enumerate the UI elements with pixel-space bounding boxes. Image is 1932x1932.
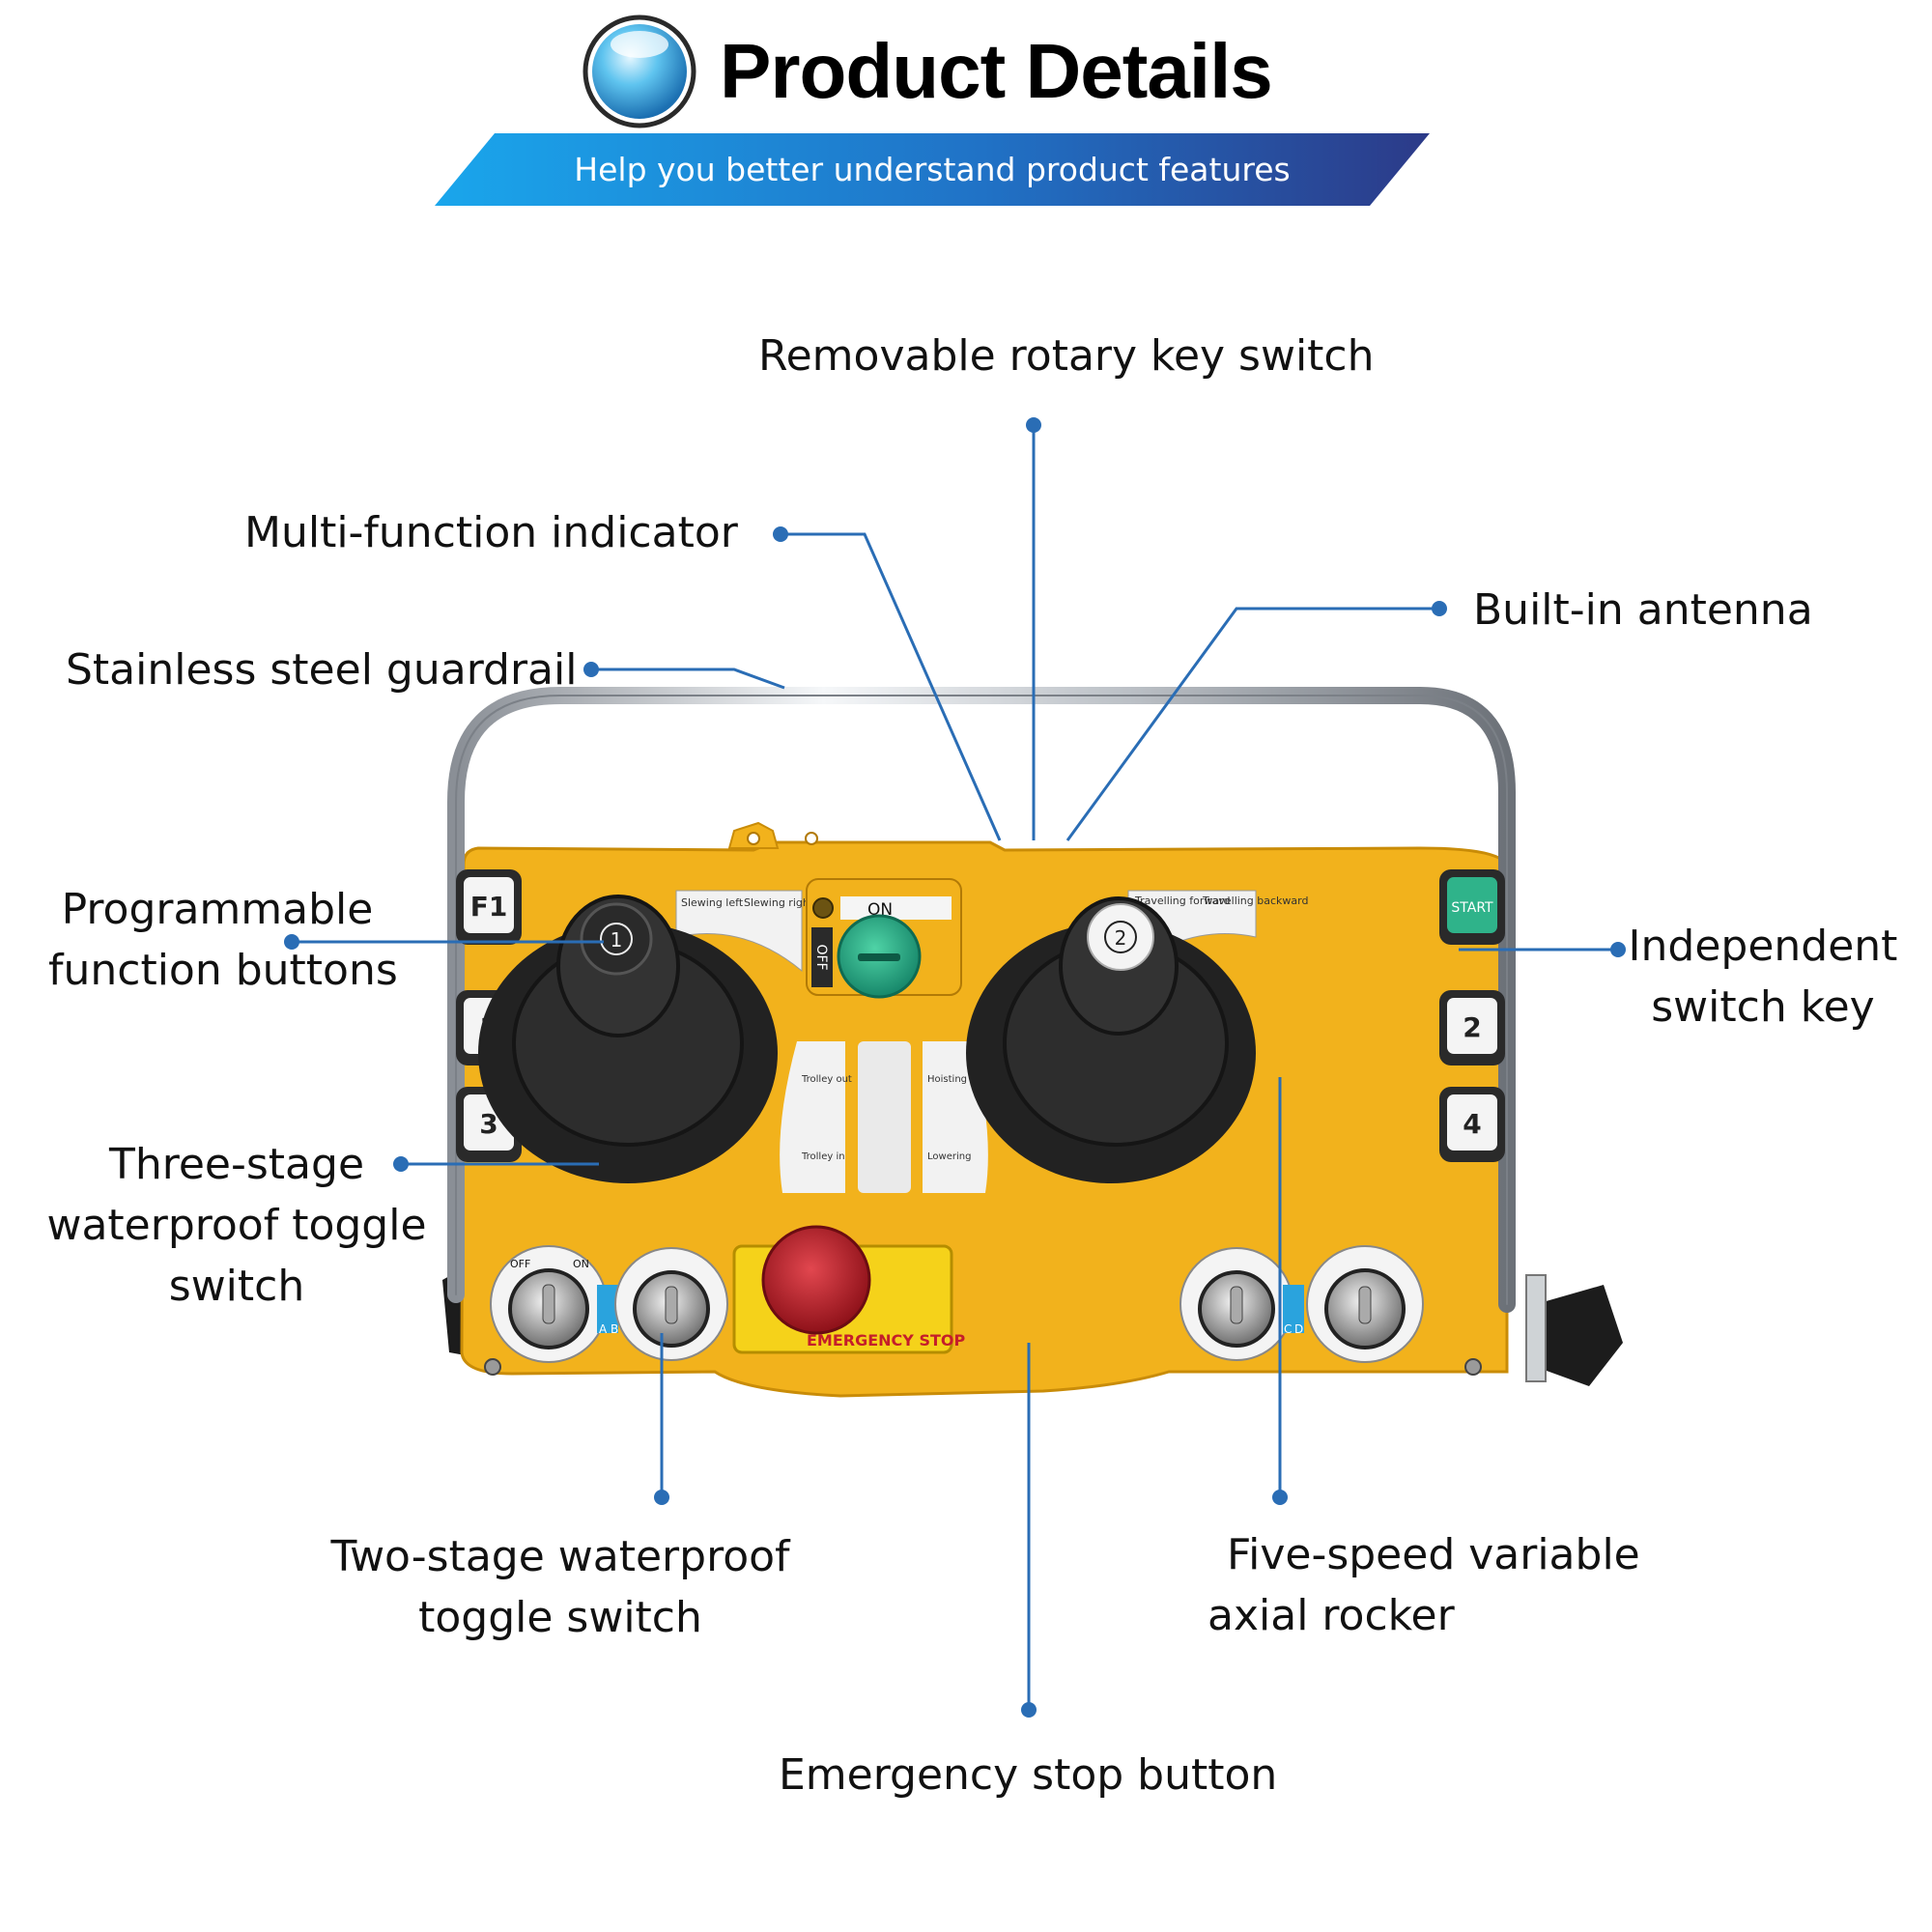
callout-built-in-antenna: Built-in antenna bbox=[1473, 585, 1813, 635]
callout-stainless-steel-guardrail: Stainless steel guardrail bbox=[66, 645, 578, 695]
svg-text:4: 4 bbox=[1463, 1108, 1481, 1140]
svg-text:Travelling forward: Travelling forward bbox=[1134, 895, 1230, 907]
callout-rotary-key-switch: Removable rotary key switch bbox=[758, 331, 1375, 381]
left-joystick: 1 bbox=[478, 895, 778, 1183]
svg-text:Trolley in: Trolley in bbox=[801, 1151, 845, 1162]
svg-text:Slewing right: Slewing right bbox=[744, 896, 814, 909]
svg-text:EMERGENCY STOP: EMERGENCY STOP bbox=[807, 1331, 965, 1350]
svg-text:C: C bbox=[1284, 1322, 1292, 1336]
svg-text:2: 2 bbox=[1463, 1011, 1481, 1043]
svg-text:OFF: OFF bbox=[510, 1258, 530, 1270]
svg-text:Travelling backward: Travelling backward bbox=[1202, 895, 1308, 907]
page-subtitle: Help you better understand product featu… bbox=[574, 151, 1291, 188]
page-title: Product Details bbox=[720, 28, 1273, 114]
svg-text:START: START bbox=[1451, 900, 1493, 916]
right-strap bbox=[1536, 1285, 1623, 1386]
remote-controller-illustration: F1 1 3 START 2 4 Slewing left Slewing ri… bbox=[425, 676, 1633, 1430]
svg-text:Hoisting: Hoisting bbox=[927, 1074, 967, 1085]
callout-programmable-function-buttons: Programmable function buttons bbox=[48, 885, 398, 995]
svg-text:A: A bbox=[599, 1322, 608, 1336]
callout-emergency-stop-button: Emergency stop button bbox=[779, 1750, 1278, 1800]
callout-two-stage-toggle-switch: Two-stage waterproof toggle switch bbox=[330, 1532, 790, 1642]
svg-text:Trolley out: Trolley out bbox=[801, 1074, 852, 1085]
header-logo-icon bbox=[580, 10, 700, 130]
svg-text:D: D bbox=[1294, 1322, 1303, 1336]
svg-text:1: 1 bbox=[611, 928, 623, 952]
callout-five-speed-axial-rocker: Five-speed variable axial rocker bbox=[1208, 1530, 1640, 1640]
callout-three-stage-toggle-switch: Three-stage waterproof toggle switch bbox=[46, 1140, 427, 1311]
callout-independent-switch-key: Independent switch key bbox=[1628, 922, 1898, 1032]
svg-text:B: B bbox=[611, 1322, 618, 1336]
svg-text:2: 2 bbox=[1115, 926, 1127, 950]
right-joystick: 2 bbox=[966, 896, 1256, 1183]
svg-text:OFF: OFF bbox=[813, 944, 829, 970]
right-toggles: C D bbox=[1179, 1245, 1424, 1363]
svg-text:ON: ON bbox=[573, 1258, 589, 1270]
callout-multi-function-indicator: Multi-function indicator bbox=[244, 508, 738, 557]
left-toggles: OFF ON A B bbox=[490, 1245, 728, 1363]
right-buttons: START 2 4 bbox=[1439, 869, 1505, 1162]
svg-text:F1: F1 bbox=[470, 891, 508, 923]
svg-text:Lowering: Lowering bbox=[927, 1151, 971, 1162]
svg-text:Slewing left: Slewing left bbox=[681, 896, 744, 909]
indicator-light bbox=[812, 897, 834, 919]
emergency-stop: EMERGENCY STOP bbox=[732, 1225, 965, 1354]
subtitle-banner bbox=[435, 133, 1430, 206]
svg-text:3: 3 bbox=[479, 1108, 497, 1140]
